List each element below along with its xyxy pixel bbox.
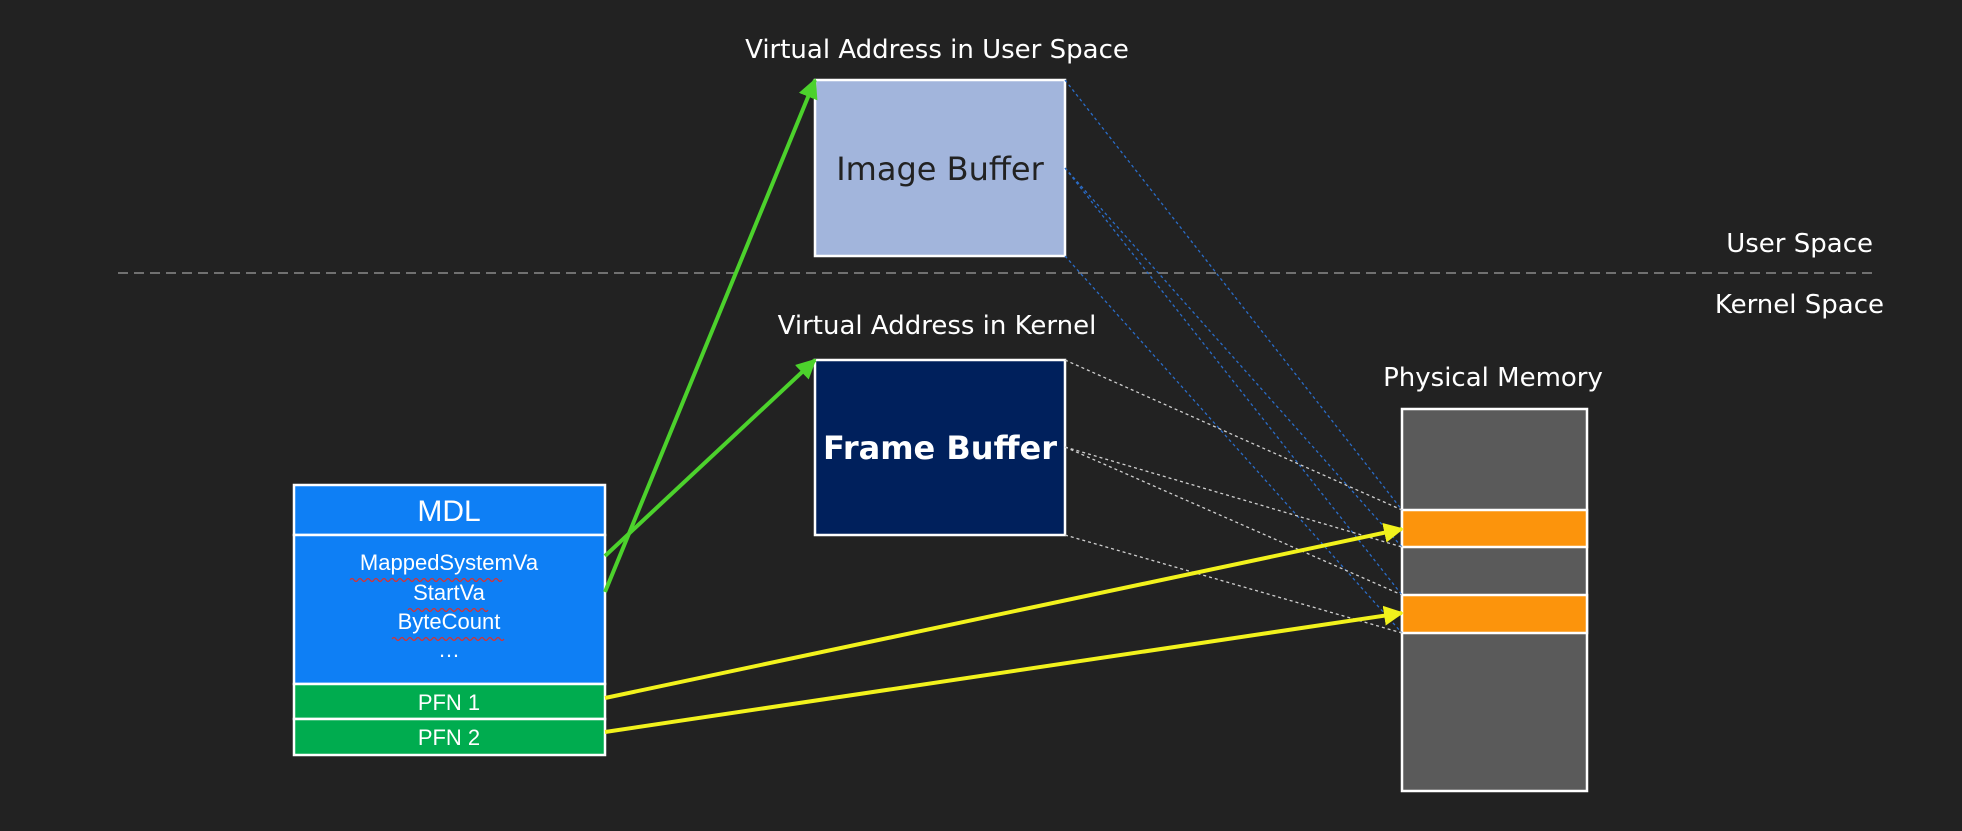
image-buffer-mappings — [1064, 79, 1403, 634]
label-kernel-space: Kernel Space — [1715, 290, 1884, 320]
image-buffer: Image Buffer — [813, 78, 1067, 258]
mdl-title: MDL — [417, 495, 480, 528]
physical-page-2 — [1400, 593, 1589, 635]
mdl-structure: MDL MappedSystemVa StartVa ByteCount … P… — [292, 483, 607, 757]
label-physical-memory: Physical Memory — [1383, 363, 1603, 393]
pfn-2-label: PFN 2 — [418, 725, 480, 750]
image-buffer-label: Image Buffer — [836, 150, 1044, 188]
arrow-pfn-1-to-page-1 — [604, 522, 1404, 700]
mdl-field-byte-count: ByteCount — [398, 609, 501, 634]
frame-buffer: Frame Buffer — [813, 358, 1067, 537]
pfn-1-row — [292, 682, 607, 721]
mdl-fields-box — [292, 533, 607, 686]
mdl-field-mapped-system-va: MappedSystemVa — [360, 550, 539, 575]
mdl-field-ellipsis: … — [438, 637, 460, 662]
mdl-field-start-va: StartVa — [413, 580, 486, 605]
pfn-2-row — [292, 717, 607, 757]
arrow-mapped-system-va-to-frame-buffer — [603, 358, 817, 558]
frame-buffer-mappings — [1064, 359, 1403, 634]
label-user-space: User Space — [1726, 229, 1873, 259]
physical-page-1 — [1400, 508, 1589, 549]
arrow-start-va-to-image-buffer — [603, 78, 818, 593]
label-virtual-kernel: Virtual Address in Kernel — [778, 311, 1097, 341]
frame-buffer-label: Frame Buffer — [823, 429, 1057, 467]
mdl-header — [292, 483, 607, 537]
physical-memory — [1400, 407, 1589, 793]
label-virtual-user: Virtual Address in User Space — [745, 35, 1129, 65]
arrow-pfn-2-to-page-2 — [604, 605, 1404, 734]
pfn-1-label: PFN 1 — [418, 690, 480, 715]
